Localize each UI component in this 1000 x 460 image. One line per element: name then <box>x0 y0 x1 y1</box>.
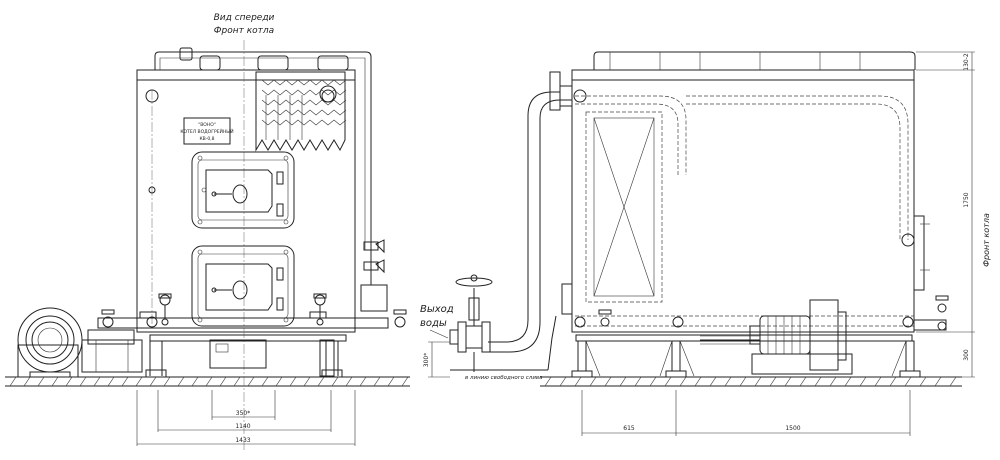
dim-left-h: 300* <box>423 353 430 367</box>
drain-note: в линию свободного слива <box>465 375 543 381</box>
ground-right <box>540 376 962 387</box>
ground-left <box>5 376 410 387</box>
dim-615: 615 <box>623 425 635 432</box>
front-view: "BOHO" КОТЕЛ ВОДОГРЕЙНЫЙ КВ-0,8 <box>17 40 407 450</box>
front-view-title-2: Фронт котла <box>214 26 274 36</box>
plate-line-2: КОТЕЛ ВОДОГРЕЙНЫЙ <box>180 128 233 135</box>
manifold-valves <box>101 293 407 328</box>
dim-1140: 1140 <box>235 423 250 430</box>
plate-line-1: "BOHO" <box>198 122 216 128</box>
outlet-label-1: Выход <box>420 304 454 315</box>
dim-1500: 1500 <box>785 425 800 432</box>
dim-1433: 1433 <box>235 437 250 444</box>
dim-height: 1750 <box>963 192 970 207</box>
front-dimensions: 350* 1140 1433 <box>136 390 356 446</box>
plate-line-3: КВ-0,8 <box>199 136 214 142</box>
dim-bottom: 300 <box>963 349 970 361</box>
side-dimensions: 130-2 1750 300 Фронт котла 300* 615 1500 <box>423 51 991 436</box>
dim-350: 350* <box>236 410 250 417</box>
front-view-title-1: Вид спереди <box>214 13 275 23</box>
outlet-label-2: воды <box>420 318 447 329</box>
front-label-side: Фронт котла <box>982 213 991 267</box>
side-view <box>449 51 949 378</box>
dim-top: 130-2 <box>963 53 970 71</box>
